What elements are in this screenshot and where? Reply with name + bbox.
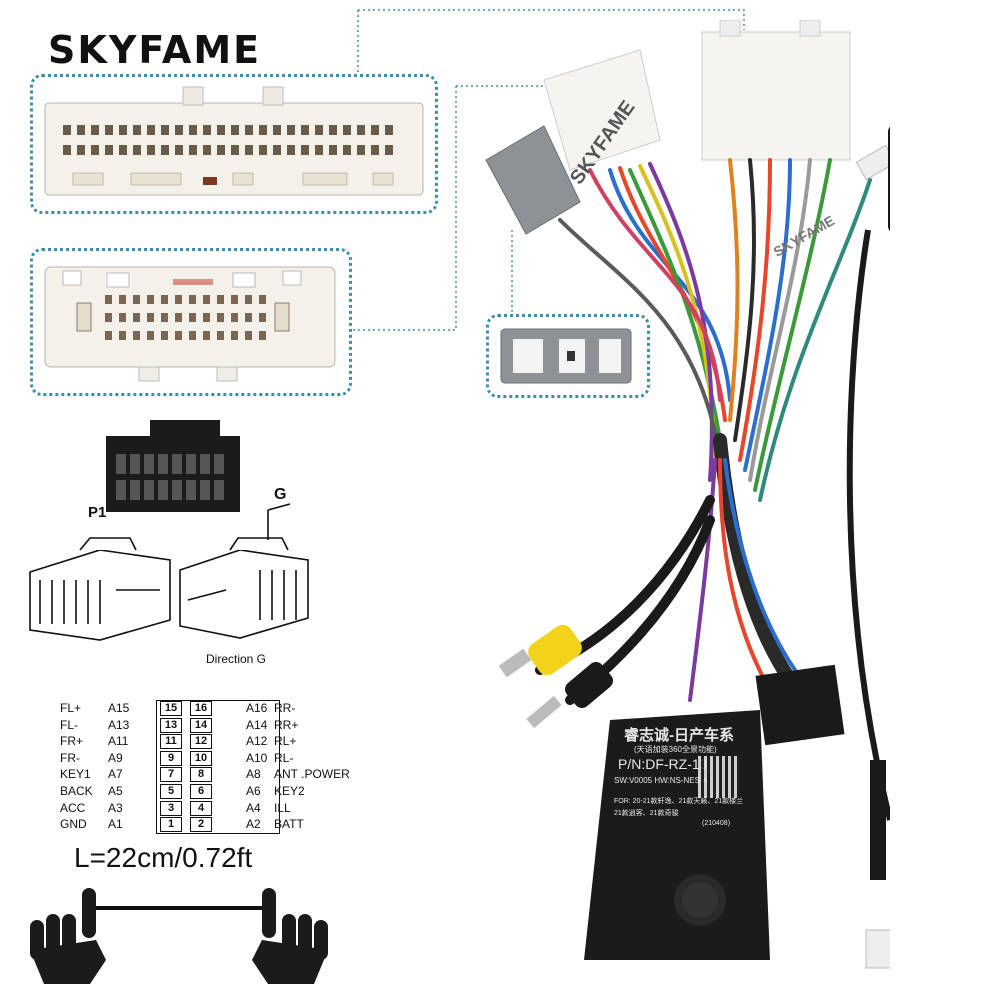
white-connector-medium [543, 49, 661, 171]
rca-black-plug [526, 661, 613, 729]
pin-left-number: 15 [160, 701, 182, 716]
pin-left-number: 13 [160, 717, 182, 733]
connector-face-bottom [44, 266, 336, 382]
direction-note: Direction G [206, 652, 267, 666]
pin-right-code: A16 [246, 701, 268, 715]
pin-left-name: ACC [60, 800, 86, 815]
pin-right-name: ANT .POWER [274, 767, 350, 782]
brand-logo: SKYFAME [48, 28, 262, 72]
pin-left-name: FL- [60, 717, 78, 732]
pin-right-number: 4 [190, 800, 212, 816]
connector-detail-box-gray [486, 314, 650, 398]
pin-left-code: A5 [108, 784, 123, 798]
module-vehicle-line2: 21款逍客、21款奇骏 [614, 810, 679, 817]
g-label: G [274, 486, 287, 503]
pin-left-number: 3 [160, 800, 182, 816]
pin-right-number: 2 [190, 817, 212, 833]
pin-left-number: 9 [160, 750, 182, 766]
connector-face-top [44, 86, 424, 196]
module-part-number: P/N:DF-RZ-13 [618, 756, 708, 772]
pin-left-code: A15 [108, 701, 130, 715]
pin-left-name: FR+ [60, 734, 84, 749]
p1-outline-connector [29, 537, 171, 641]
p1-black-connector [106, 420, 240, 512]
wiring-harness-illustration [485, 20, 890, 969]
pin-left-code: A13 [108, 717, 130, 732]
pin-right-name: RL- [274, 750, 294, 765]
pin-right-code: A10 [246, 750, 268, 765]
pin-left-number: 11 [160, 734, 182, 750]
pin-right-number: 6 [190, 784, 212, 799]
pin-right-code: A6 [246, 784, 261, 798]
pin-left-code: A7 [108, 767, 123, 782]
pin-right-number: 12 [190, 734, 212, 750]
module-vehicle-line1: FOR: 20-21款轩逸、21款天籁、21款楼兰 [614, 798, 744, 805]
right-hand-icon [252, 888, 328, 984]
gray-connector [485, 125, 581, 235]
rca-yellow-plug [498, 624, 582, 678]
pin-right-name: KEY2 [274, 784, 305, 798]
pin-right-number: 8 [190, 767, 212, 783]
pin-left-name: FL+ [60, 701, 82, 715]
pin-left-code: A3 [108, 800, 123, 815]
pin-left-number: 7 [160, 767, 182, 783]
g-outline-connector [179, 503, 309, 639]
pin-left-name: GND [60, 817, 87, 832]
gray-connector-face [500, 328, 632, 384]
pin-right-code: A2 [246, 817, 261, 832]
module-sw-hw: SW:V0005 HW:NS-NES-A [614, 776, 708, 785]
white-connector-large [701, 20, 851, 161]
connector-drawings [29, 420, 309, 641]
pin-right-number: 14 [190, 717, 212, 733]
pin-left-name: FR- [60, 750, 80, 765]
module-title: 睿志诚-日产车系 [624, 727, 734, 744]
module-subtitle: (天语加装360全景功能) [634, 745, 717, 754]
pin-right-name: RR+ [274, 717, 299, 732]
black-16pin-plug [755, 664, 845, 746]
ground-cable [846, 126, 890, 969]
pin-right-code: A14 [246, 717, 268, 732]
pinout-frame [156, 700, 280, 834]
pin-right-name: RR- [274, 701, 296, 715]
pin-right-name: RL+ [274, 734, 297, 749]
pin-left-number: 1 [160, 817, 182, 833]
pin-right-code: A4 [246, 800, 261, 815]
length-indicator [30, 888, 328, 984]
connector-detail-box-top [30, 74, 438, 214]
pin-left-code: A11 [108, 734, 129, 749]
module-qr-code [698, 756, 740, 798]
pin-right-code: A12 [246, 734, 268, 749]
left-hand-icon [30, 888, 106, 984]
small-white-plug [855, 144, 890, 181]
pin-right-number: 16 [190, 701, 212, 716]
pin-left-name: KEY1 [60, 767, 91, 782]
pin-right-code: A8 [246, 767, 261, 782]
module-code: (210408) [702, 820, 731, 827]
pin-right-name: ILL [274, 800, 291, 815]
cable-length-label: L=22cm/0.72ft [74, 842, 253, 873]
pin-left-code: A9 [108, 750, 123, 765]
pin-left-name: BACK [60, 784, 93, 798]
p1-label: P1 [88, 504, 107, 521]
connector-detail-box-bottom [30, 248, 352, 396]
pin-right-name: BATT [274, 817, 304, 832]
pin-left-code: A1 [108, 817, 123, 832]
pin-left-number: 5 [160, 784, 182, 799]
pin-right-number: 10 [190, 750, 212, 766]
